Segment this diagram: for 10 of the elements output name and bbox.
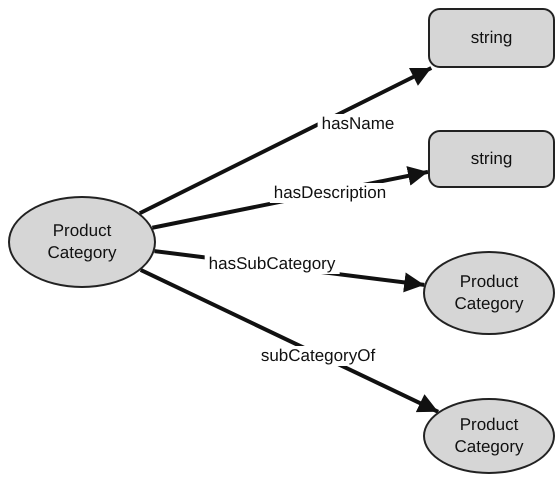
node-label: Product Category [46, 220, 118, 264]
literal-box [428, 8, 555, 68]
node-label: string [470, 148, 514, 170]
edge-label: hasSubCategory [204, 254, 340, 274]
literal-box [428, 130, 555, 188]
node-label: string [470, 27, 514, 49]
node-label: Product Category [454, 414, 524, 458]
arrow [138, 66, 432, 216]
node-label: Product Category [454, 271, 524, 315]
arrow [140, 268, 440, 414]
